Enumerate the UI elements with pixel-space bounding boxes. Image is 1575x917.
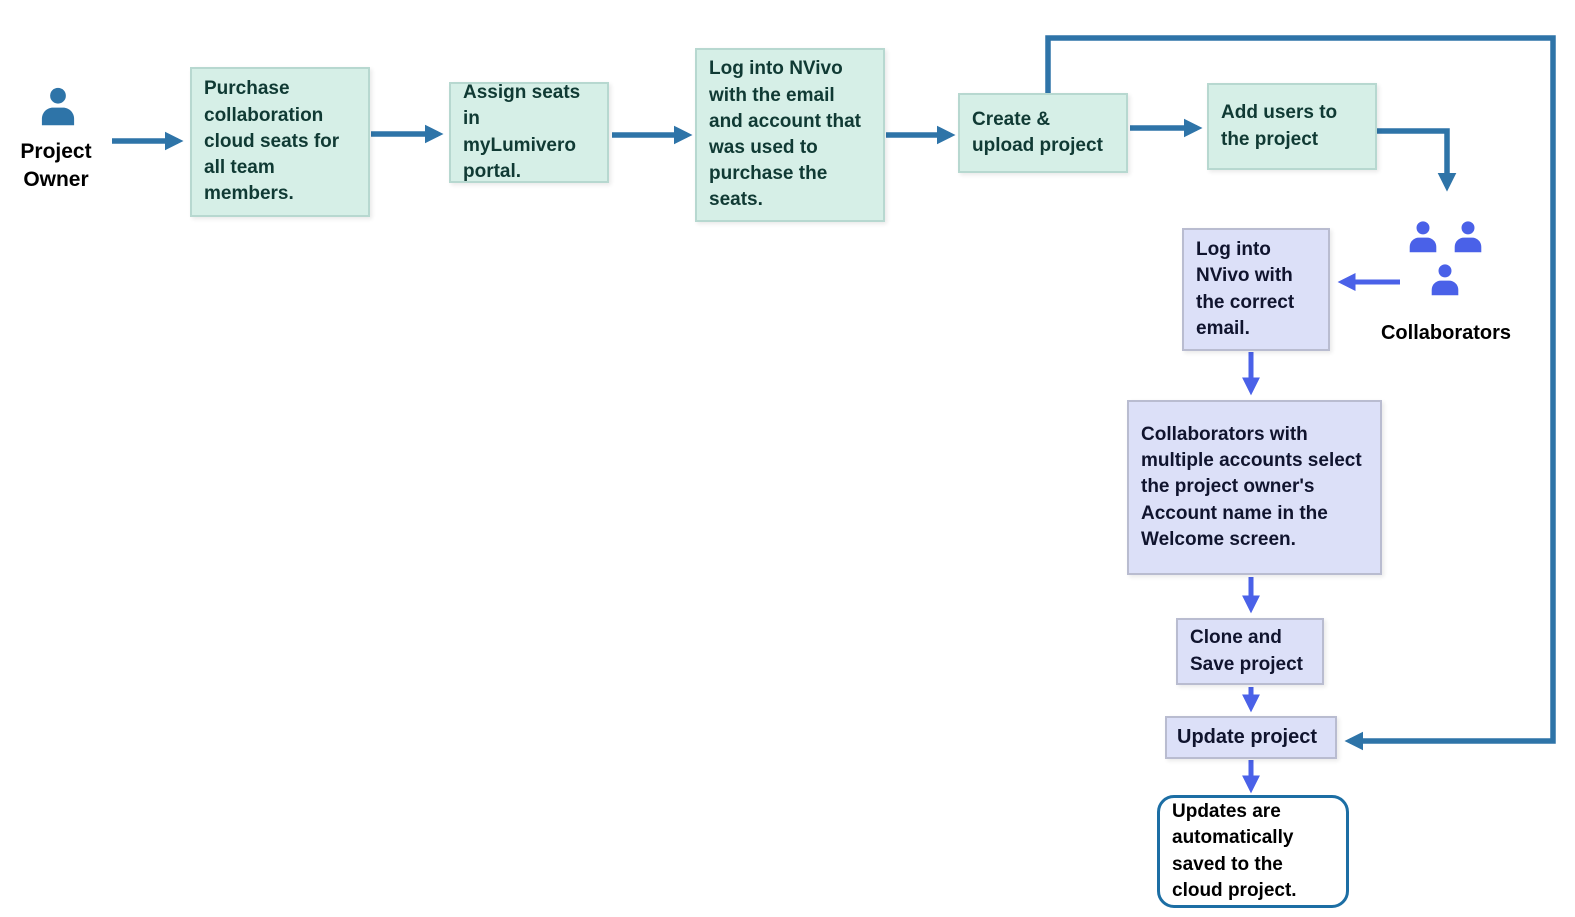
- person-icon: [1409, 221, 1437, 253]
- step-update-project: Update project: [1165, 716, 1337, 759]
- loop-create-to-update: [1045, 35, 1556, 751]
- project-owner-label: Project Owner: [20, 140, 92, 192]
- arrow-addusers-to-collaborators: [1377, 128, 1457, 192]
- step-add-users: Add users to the project: [1207, 83, 1377, 170]
- step-select-account: Collaborators with multiple accounts sel…: [1127, 400, 1382, 575]
- person-icon: [1431, 264, 1459, 296]
- step-login-owner: Log into NVivo with the email and accoun…: [695, 48, 885, 222]
- person-icon: [41, 87, 75, 126]
- note-auto-save: Updates are automatically saved to the c…: [1157, 795, 1349, 908]
- step-assign-seats: Assign seats in myLumivero portal.: [449, 82, 609, 183]
- step-clone-save-project: Clone and Save project: [1176, 618, 1324, 685]
- step-purchase-seats: Purchase collaboration cloud seats for a…: [190, 67, 370, 217]
- collaborators-label: Collaborators: [1380, 322, 1512, 344]
- step-create-upload-project: Create & upload project: [958, 93, 1128, 173]
- step-login-collaborator: Log into NVivo with the correct email.: [1182, 228, 1330, 351]
- person-icon: [1454, 221, 1482, 253]
